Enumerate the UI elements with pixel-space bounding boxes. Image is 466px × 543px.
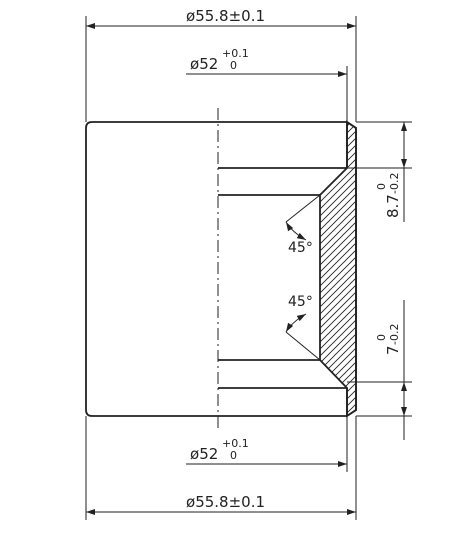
hatch-line (320, 260, 356, 342)
angle-arc-bottom (285, 313, 307, 333)
hatch-line (320, 393, 356, 416)
hatch-line (300, 16, 380, 96)
angle-chamfer-top: 45° (288, 240, 313, 256)
hatch-line (300, 422, 380, 502)
hatch-line (320, 122, 356, 139)
hatch-line (320, 267, 356, 349)
hatch-line (320, 379, 356, 416)
section-hatching (300, 2, 380, 516)
hatch-line (320, 169, 356, 251)
hatch-line (320, 323, 356, 405)
part-outline (85, 121, 357, 417)
dim-height-top: 8.7 (384, 194, 402, 218)
hatch-line (320, 400, 356, 416)
hatch-line (320, 176, 356, 258)
hatch-line (320, 122, 356, 160)
hatch-line (320, 122, 356, 174)
dim-inner-diameter-bottom: ø52 (190, 445, 218, 463)
angle-leader-top (285, 194, 321, 223)
dim-outer-diameter-bottom: ø55.8±0.1 (186, 493, 265, 511)
hatch-line (320, 232, 356, 314)
tol-upper-height-top: 0 (375, 183, 388, 190)
hatch-line (300, 23, 380, 103)
hatch-line (320, 141, 356, 223)
hatch-line (320, 316, 356, 398)
hatch-line (320, 183, 356, 265)
hatch-line (320, 239, 356, 321)
angle-leader-bottom (285, 331, 321, 361)
hatch-line (320, 122, 356, 153)
hatch-line (320, 218, 356, 300)
hatch-line (320, 122, 356, 125)
hatch-line (300, 429, 380, 509)
hatch-line (320, 330, 356, 412)
hatch-line (320, 407, 356, 416)
dim-inner-diameter-top: ø52 (190, 55, 218, 73)
hatch-line (300, 2, 380, 82)
hatch-line (320, 414, 356, 416)
tol-lower-inner-top: 0 (230, 59, 237, 72)
hatch-line (320, 281, 356, 363)
hatch-line (320, 134, 356, 216)
hatch-line (320, 309, 356, 391)
tol-upper-height-bottom: 0 (375, 334, 388, 341)
hatch-line (320, 225, 356, 307)
dim-outer-diameter-top: ø55.8±0.1 (186, 7, 265, 25)
hatch-line (320, 122, 356, 132)
hatch-line (300, 9, 380, 89)
hatch-line (320, 122, 356, 146)
hatch-line (320, 253, 356, 335)
tol-lower-height-top: -0.2 (388, 173, 401, 194)
hatch-line (320, 274, 356, 356)
angle-arc-top (285, 221, 307, 241)
hatch-line (320, 337, 356, 416)
hatch-line (320, 197, 356, 279)
hatch-line (320, 211, 356, 293)
tol-lower-inner-bottom: 0 (230, 449, 237, 462)
angle-chamfer-bottom: 45° (288, 294, 313, 310)
hatch-line (320, 295, 356, 377)
hatch-line (320, 246, 356, 328)
tol-lower-height-bottom: -0.2 (388, 324, 401, 345)
hatch-line (320, 288, 356, 370)
dim-height-bottom: 7 (384, 345, 402, 355)
hatch-line (320, 190, 356, 272)
hatch-line (320, 148, 356, 230)
hatch-line (320, 155, 356, 237)
hatch-line (320, 162, 356, 244)
hatch-line (300, 30, 380, 110)
hatch-line (320, 122, 356, 167)
hatch-line (300, 37, 380, 117)
hatch-line (320, 386, 356, 416)
hatch-line (320, 204, 356, 286)
tol-upper-inner-bottom: +0.1 (222, 437, 249, 450)
hatch-line (320, 372, 356, 416)
tol-upper-inner-top: +0.1 (222, 47, 249, 60)
hatch-line (300, 436, 380, 516)
hatch-line (320, 302, 356, 384)
